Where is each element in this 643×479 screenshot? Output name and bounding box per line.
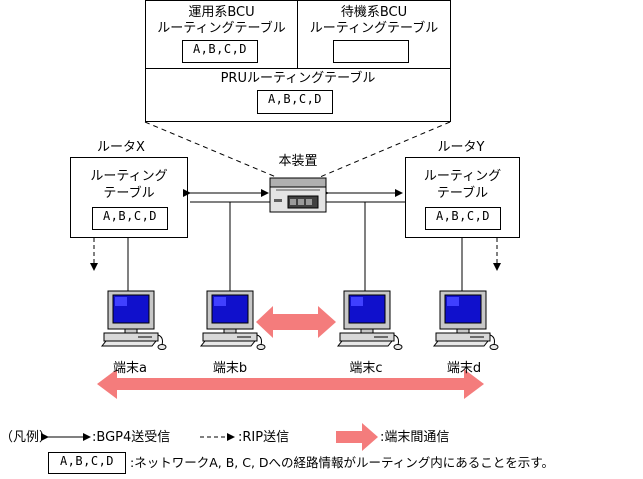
terminal-c-icon — [337, 290, 403, 350]
router-x-title: ルータX — [97, 140, 145, 155]
legend-routes-sample: A,B,C,D — [48, 452, 126, 474]
bcu-standby-routes — [333, 40, 409, 63]
legend-rip-label: :RIP送信 — [238, 430, 290, 445]
device-icon — [269, 177, 327, 213]
legend-bgp-label: :BGP4送受信 — [92, 430, 171, 445]
bcu-active-routes: A,B,C,D — [182, 40, 258, 63]
device-label: 本装置 — [278, 154, 318, 169]
legend-comm-label: :端末間通信 — [380, 430, 450, 445]
terminal-c-label: 端末c — [349, 361, 383, 376]
bcu-active-subtitle: ルーティングテーブル — [157, 21, 286, 36]
router-y-title: ルータY — [437, 140, 485, 155]
comm-arrow-b-c — [256, 306, 336, 338]
pru-title: PRUルーティングテーブル — [220, 71, 376, 86]
terminal-a-label: 端末a — [113, 361, 147, 376]
terminal-a-icon — [101, 290, 167, 350]
terminal-d-icon — [433, 290, 499, 350]
router-y-line1: ルーティング — [423, 169, 502, 184]
router-x-line1: ルーティング — [90, 169, 168, 184]
legend-routes-desc: :ネットワークA, B, C, Dへの経路情報がルーティング内にあることを示す。 — [130, 455, 555, 470]
comm-arrow-a-d — [97, 369, 484, 399]
router-y-line2: テーブル — [436, 186, 489, 201]
terminal-d-label: 端末d — [446, 361, 482, 376]
terminal-b-label: 端末b — [212, 361, 248, 376]
bcu-standby-title: 待機系BCU — [340, 5, 408, 20]
callout-line-left — [144, 121, 277, 178]
legend-comm-arrow — [336, 423, 378, 451]
bcu-active-title: 運用系BCU — [188, 5, 255, 20]
router-x-routes: A,B,C,D — [92, 207, 168, 230]
terminal-b-icon — [200, 290, 266, 350]
router-y-routes: A,B,C,D — [425, 207, 501, 230]
bcu-standby-subtitle: ルーティングテーブル — [309, 21, 439, 36]
callout-line-right — [319, 121, 451, 178]
legend-prefix: （凡例） — [0, 430, 53, 445]
router-x-line2: テーブル — [103, 186, 155, 201]
pru-routes: A,B,C,D — [257, 90, 333, 114]
